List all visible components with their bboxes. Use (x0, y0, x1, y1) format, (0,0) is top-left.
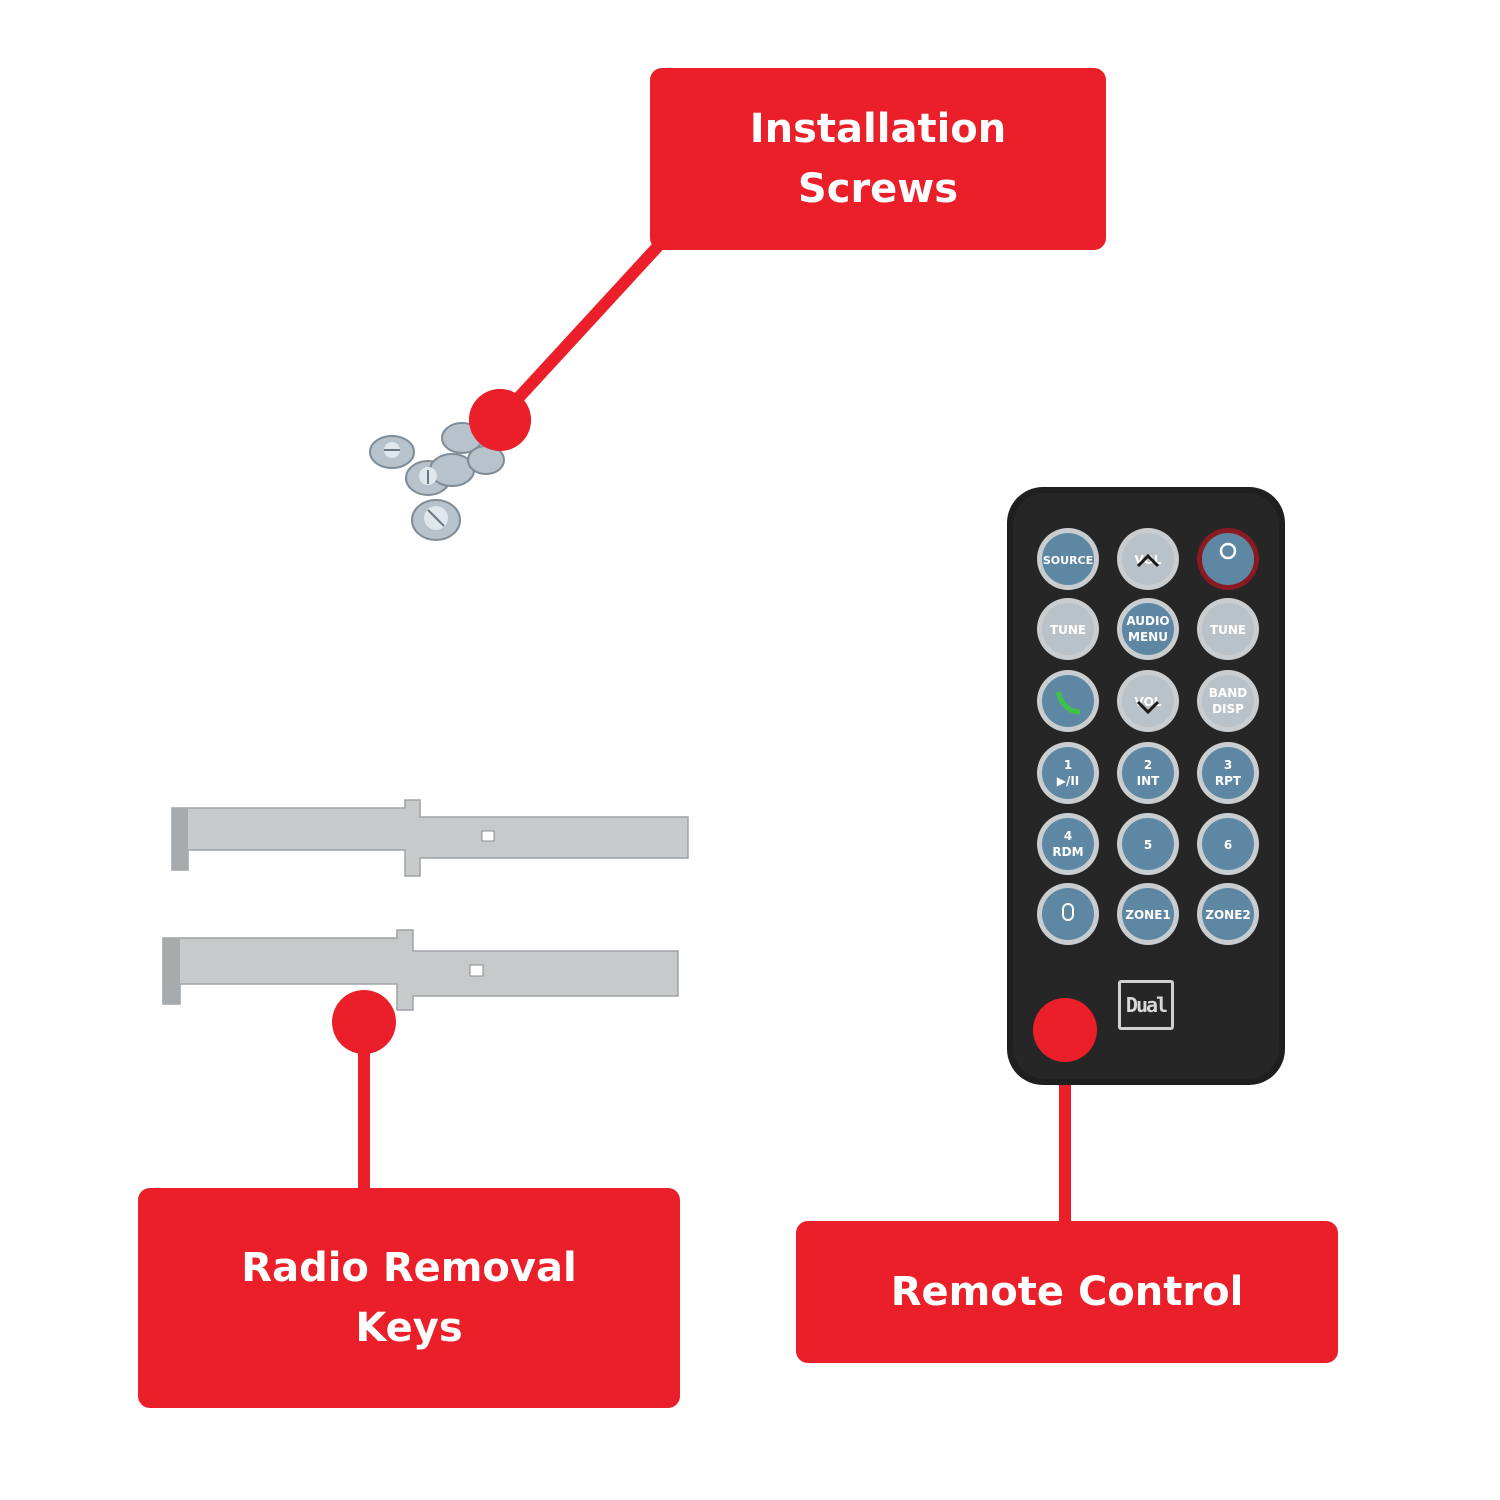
remote-button[interactable]: SOURCE (1037, 528, 1099, 590)
remote-button-label: ZONE2 (1205, 908, 1251, 922)
remote-button[interactable] (1037, 670, 1099, 732)
callout-line: Keys (355, 1305, 463, 1351)
remote-button-label: 1 (1064, 758, 1072, 772)
remote-button[interactable] (1037, 883, 1099, 945)
microphone-icon (1062, 903, 1074, 921)
radio-removal-keys (162, 799, 689, 1011)
power-icon (1219, 542, 1237, 560)
remote-button[interactable]: TUNE (1197, 598, 1259, 660)
remote-button[interactable]: 5 (1117, 813, 1179, 875)
remote-button-label: 2 (1144, 758, 1152, 772)
remote-button-label: ZONE1 (1125, 908, 1171, 922)
remote-button-label: BAND (1209, 686, 1247, 700)
vol-up-chevron-icon (1136, 553, 1160, 568)
phone-call-icon (1055, 691, 1081, 715)
remote-button[interactable]: 1 ▶/II (1037, 742, 1099, 804)
remote-button-label: 3 (1224, 758, 1232, 772)
callout-line: Screws (797, 166, 959, 212)
installation-screws (369, 422, 505, 541)
remote-button[interactable]: ZONE2 (1197, 883, 1259, 945)
remote-button[interactable]: ZONE1 (1117, 883, 1179, 945)
remote-button-label: INT (1137, 774, 1161, 788)
remote-button[interactable]: AUDIO MENU (1117, 598, 1179, 660)
callout-line: Radio Removal (241, 1245, 577, 1291)
remote-button[interactable]: VOL (1117, 670, 1179, 732)
remote-button[interactable]: BAND DISP (1197, 670, 1259, 732)
remote-button-label: 4 (1064, 829, 1072, 843)
remote-button-label: AUDIO (1126, 614, 1169, 628)
remote-button-label: ▶/II (1057, 774, 1080, 788)
remote-button-label: RPT (1215, 774, 1242, 788)
remote-button-label: 6 (1224, 838, 1232, 852)
remote-control: SOURCE VOL TUNE AUDIO MENU TUNE VOL BAND DISP 1 ▶/… (1007, 487, 1285, 1085)
remote-button-label: RDM (1052, 845, 1083, 859)
remote-button[interactable]: TUNE (1037, 598, 1099, 660)
vol-down-chevron-icon (1136, 700, 1160, 715)
radio-removal-keys-callout: Radio Removal Keys (138, 1188, 680, 1408)
remote-button-label: 5 (1144, 838, 1152, 852)
screws-marker-dot-top (469, 389, 531, 451)
callout-line: Installation (749, 106, 1007, 152)
remote-button-label: MENU (1128, 630, 1168, 644)
callout-line: Remote Control (890, 1269, 1244, 1315)
dual-brand-logo: Dual (1118, 980, 1174, 1030)
remote-button-label: SOURCE (1043, 554, 1093, 567)
remote-button-label: DISP (1212, 702, 1244, 716)
remote-button[interactable]: 6 (1197, 813, 1259, 875)
installation-screws-callout: Installation Screws (650, 68, 1106, 250)
remote-button-label: TUNE (1050, 623, 1086, 637)
remote-button[interactable]: VOL (1117, 528, 1179, 590)
remote-control-callout: Remote Control (796, 1221, 1338, 1363)
screws-connector-line (495, 239, 665, 423)
keys-marker-dot (332, 990, 396, 1054)
remote-marker-dot (1033, 998, 1097, 1062)
remote-button-label: TUNE (1210, 623, 1246, 637)
